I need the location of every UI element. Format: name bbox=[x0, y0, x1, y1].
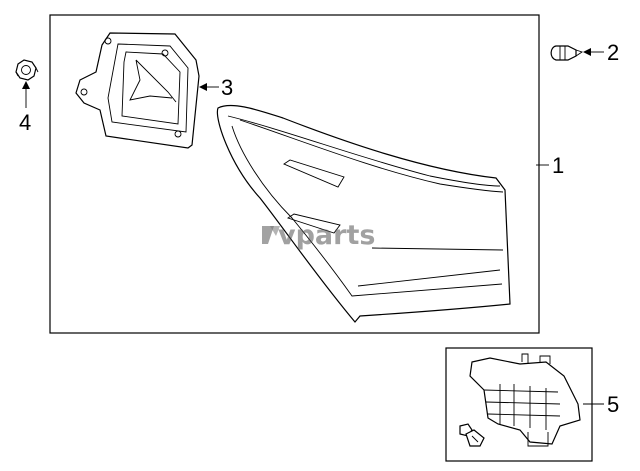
nut-part-4 bbox=[15, 59, 39, 81]
callout-5: 5 bbox=[607, 392, 619, 417]
watermark-text: vparts bbox=[278, 220, 375, 251]
callout-4: 4 bbox=[19, 110, 31, 135]
inset-box-part-5 bbox=[445, 347, 593, 462]
watermark-logo: vparts bbox=[262, 220, 375, 251]
callout-2: 2 bbox=[607, 40, 619, 65]
callout-3: 3 bbox=[221, 75, 233, 100]
leader-lines bbox=[22, 48, 604, 405]
socket-bracket-part-5 bbox=[469, 353, 581, 447]
tail-lamp-part-1 bbox=[216, 104, 511, 323]
screw-part-5 bbox=[459, 423, 485, 447]
clip-part-2 bbox=[550, 45, 584, 61]
main-assembly-box bbox=[49, 14, 540, 334]
bracket-part-3 bbox=[75, 32, 200, 149]
callout-1: 1 bbox=[552, 153, 564, 178]
